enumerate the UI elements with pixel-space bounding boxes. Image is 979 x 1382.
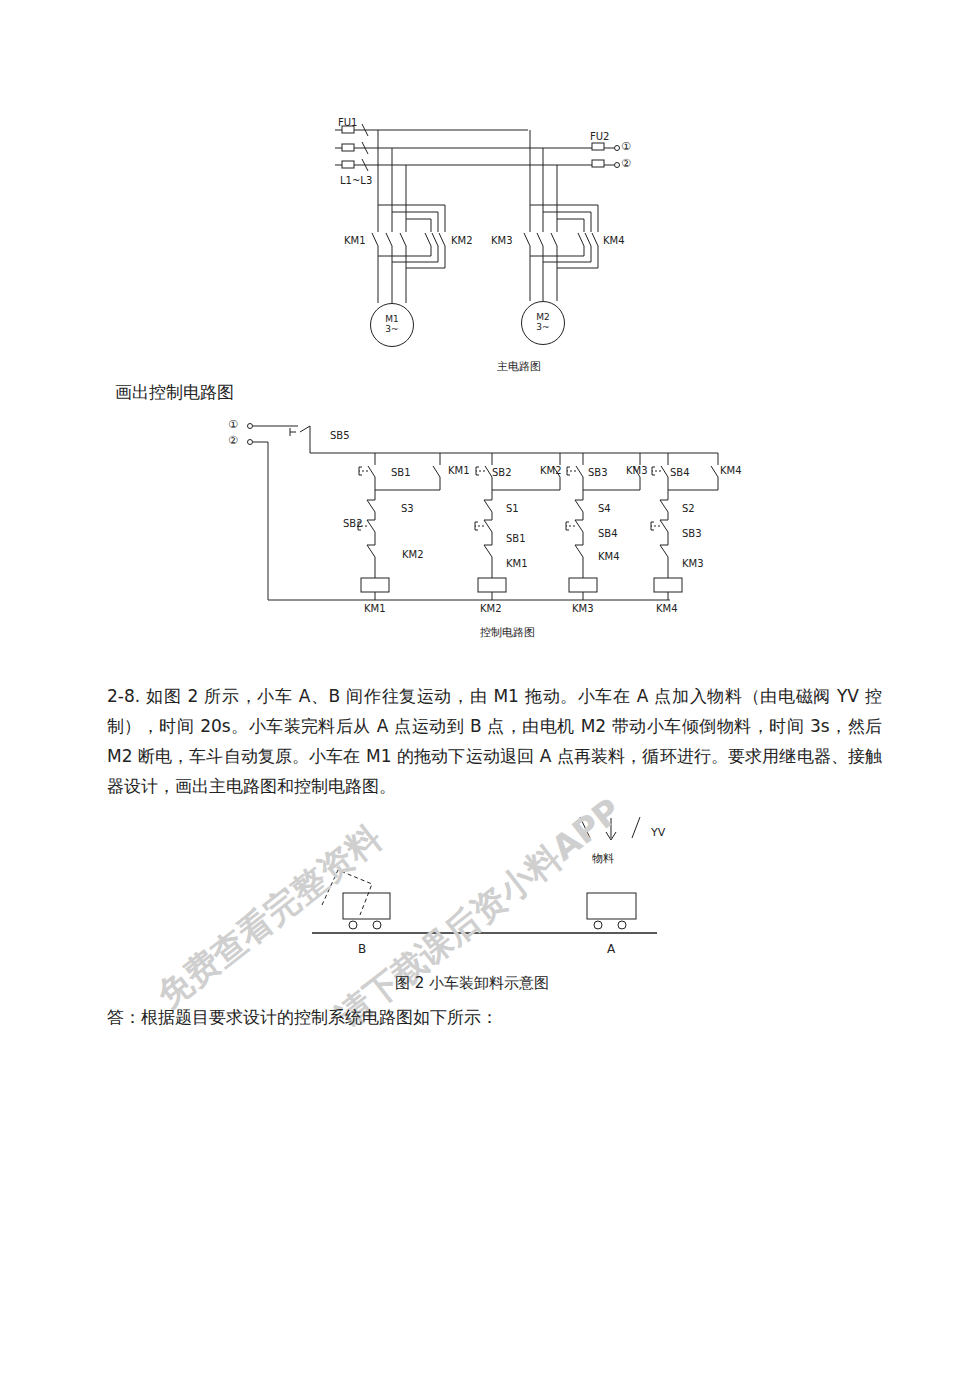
text-label: KM4 bbox=[656, 603, 678, 615]
wire bbox=[575, 520, 583, 532]
text-label: 画出控制电路图 bbox=[115, 383, 234, 403]
text-label: KM2 bbox=[540, 465, 562, 477]
figure-caption: 图 2 小车装卸料示意图 bbox=[395, 975, 549, 992]
wire bbox=[668, 453, 718, 490]
wire bbox=[566, 526, 575, 527]
wire bbox=[566, 522, 569, 530]
wire bbox=[652, 471, 661, 472]
text-label: S4 bbox=[598, 503, 611, 515]
text-label: KM2 bbox=[451, 235, 473, 247]
wire bbox=[652, 467, 655, 475]
motor-label: M1 3~ bbox=[382, 315, 402, 335]
wire bbox=[367, 500, 375, 512]
motor-circle: M2 3~ bbox=[521, 301, 565, 345]
text-label: S3 bbox=[401, 503, 414, 515]
wire bbox=[367, 520, 375, 532]
wire bbox=[651, 526, 660, 527]
coil-symbol bbox=[654, 578, 682, 592]
wire bbox=[433, 466, 440, 477]
text-label: KM1 bbox=[344, 235, 366, 247]
wire bbox=[375, 453, 440, 490]
text-label: ② bbox=[228, 435, 238, 448]
text-label: SB4 bbox=[598, 528, 618, 540]
text-label: KM1 bbox=[506, 558, 528, 570]
wire bbox=[660, 500, 668, 512]
text-label: 答：根据题目要求设计的控制系统电路图如下所示： bbox=[107, 1008, 498, 1028]
text-label: KM1 bbox=[448, 465, 470, 477]
coil-symbol bbox=[361, 578, 389, 592]
text-label: SB1 bbox=[391, 467, 411, 479]
wire bbox=[475, 522, 478, 530]
text-label: L1~L3 bbox=[340, 175, 372, 187]
wire bbox=[484, 545, 492, 557]
text-label: KM3 bbox=[682, 558, 704, 570]
wire bbox=[711, 466, 718, 477]
wire bbox=[484, 500, 492, 512]
text-label: KM2 bbox=[480, 603, 502, 615]
text-label: B bbox=[358, 943, 366, 957]
wire bbox=[359, 467, 362, 475]
text-label: KM4 bbox=[603, 235, 625, 247]
text-label: SB2 bbox=[492, 467, 512, 479]
watermark: 请下载课后资小料APP bbox=[330, 791, 628, 1036]
wire bbox=[476, 471, 485, 472]
wire bbox=[576, 466, 583, 477]
wire bbox=[660, 520, 668, 532]
wire bbox=[484, 520, 492, 532]
wire bbox=[661, 466, 668, 477]
text-label: FU1 bbox=[338, 117, 357, 129]
wire bbox=[476, 467, 479, 475]
wire bbox=[575, 500, 583, 512]
text-label: S2 bbox=[682, 503, 695, 515]
text-label: KM4 bbox=[720, 465, 742, 477]
motor-circle: M1 3~ bbox=[370, 303, 414, 347]
text-label: A bbox=[607, 943, 615, 957]
text-label: 主电路图 bbox=[497, 361, 541, 374]
text-label: SB5 bbox=[330, 430, 350, 442]
wire bbox=[575, 545, 583, 557]
wire bbox=[359, 471, 368, 472]
wire bbox=[567, 467, 570, 475]
text-label: ② bbox=[621, 158, 631, 171]
question-text: 2-8. 如图 2 所示，小车 A、B 间作往复运动，由 M1 拖动。小车在 A… bbox=[107, 681, 882, 801]
text-label: KM4 bbox=[598, 551, 620, 563]
text-label: KM2 bbox=[402, 549, 424, 561]
text-label: KM3 bbox=[491, 235, 513, 247]
coil-symbol bbox=[569, 578, 597, 592]
text-label: ① bbox=[621, 141, 631, 154]
text-label: SB1 bbox=[506, 533, 526, 545]
text-label: SB3 bbox=[588, 467, 608, 479]
text-label: 控制电路图 bbox=[480, 627, 535, 640]
wire bbox=[485, 466, 492, 477]
wire bbox=[567, 471, 576, 472]
wire bbox=[367, 545, 375, 557]
wire bbox=[651, 522, 654, 530]
text-label: ① bbox=[228, 419, 238, 432]
text-label: SB2 bbox=[343, 518, 363, 530]
text-label: KM3 bbox=[572, 603, 594, 615]
wire bbox=[368, 466, 375, 477]
text-label: S1 bbox=[506, 503, 519, 515]
motor-label: M2 3~ bbox=[533, 313, 553, 333]
text-label: SB4 bbox=[670, 467, 690, 479]
wire bbox=[660, 545, 668, 557]
text-label: YV bbox=[651, 827, 665, 840]
text-label: FU2 bbox=[590, 131, 609, 143]
wire bbox=[475, 526, 484, 527]
coil-symbol bbox=[478, 578, 506, 592]
text-label: 物料 bbox=[592, 853, 614, 866]
text-label: KM1 bbox=[364, 603, 386, 615]
text-label: KM3 bbox=[626, 465, 648, 477]
text-label: SB3 bbox=[682, 528, 702, 540]
